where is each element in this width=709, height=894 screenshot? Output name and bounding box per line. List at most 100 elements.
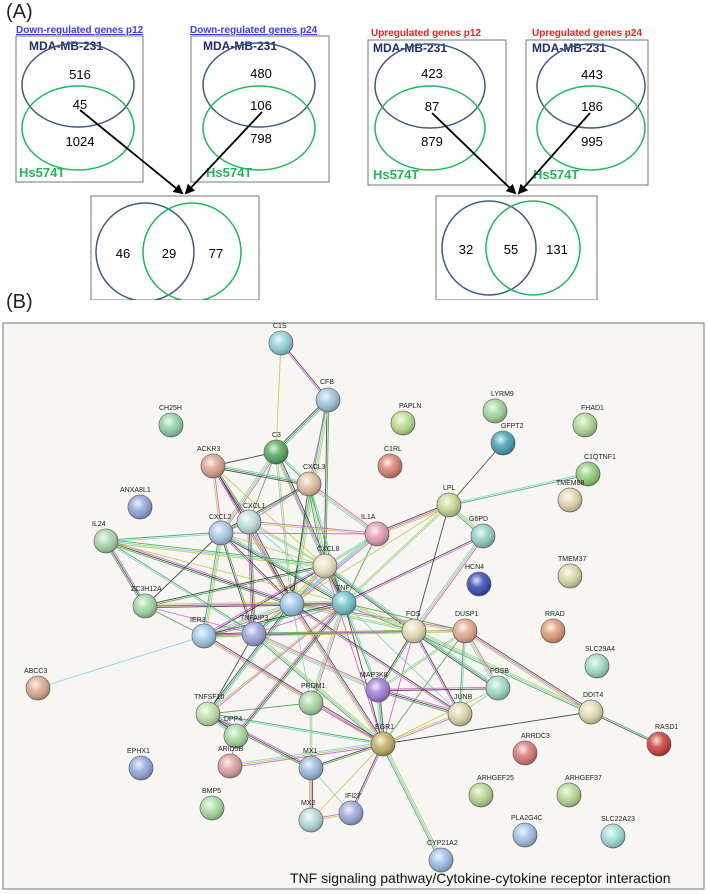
node-label: PAPLN	[399, 403, 421, 410]
node-gloss	[469, 783, 493, 807]
network-edge	[382, 630, 415, 745]
network-edge	[144, 605, 255, 635]
node-gloss	[647, 732, 671, 756]
network-edge	[591, 710, 660, 744]
network-node-tnfsf10[interactable]: TNFSF10	[194, 694, 224, 727]
network-node-fhad1[interactable]: FHAD1	[572, 405, 604, 438]
network-node-cxcl2[interactable]: CXCL2	[208, 514, 234, 546]
network-node-dpp4[interactable]: DPP4	[223, 716, 249, 749]
network-edge	[220, 451, 277, 534]
network-edge	[376, 503, 449, 533]
node-label: HCN4	[465, 564, 484, 571]
network-node-mx1[interactable]: MX1	[298, 748, 324, 781]
network-node-c3[interactable]: C3	[263, 432, 289, 465]
network-edge	[414, 629, 592, 711]
node-label: ANXA8L1	[120, 487, 151, 494]
node-gloss	[601, 824, 625, 848]
node-gloss	[200, 796, 224, 820]
network-node-fos[interactable]: FOS	[401, 611, 427, 644]
network-node-arid5b[interactable]: ARID5B	[217, 746, 244, 779]
network-edge	[253, 633, 379, 691]
network-edge	[207, 633, 255, 715]
node-label: IL1A	[361, 514, 376, 521]
network-node-pla2g4c[interactable]: PLA2G4C	[511, 815, 543, 848]
node-label: LPL	[443, 485, 456, 492]
network-node-cxcl8[interactable]: CXCL8	[312, 546, 340, 579]
network-node-junb[interactable]: JUNB	[447, 694, 473, 727]
network-edge	[106, 539, 255, 634]
network-node-arrdc3[interactable]: ARRDC3	[512, 733, 550, 766]
network-node-slc22a23[interactable]: SLC22A23	[600, 816, 635, 849]
network-node-c1rl[interactable]: C1RL	[377, 446, 403, 479]
network-node-c1qtnf1[interactable]: C1QTNF1	[575, 454, 616, 487]
network-node-ier3[interactable]: IER3	[190, 617, 217, 649]
network-edge	[212, 467, 309, 487]
network-node-il6[interactable]: IL6	[279, 586, 305, 617]
node-label: TMEM37	[558, 556, 587, 563]
network-node-cyp21a2[interactable]: CYP21A2	[427, 840, 458, 873]
network-node-ch25h[interactable]: CH25H	[158, 405, 184, 438]
network-edge	[105, 540, 345, 604]
network-edge	[448, 442, 504, 506]
network-node-il1a[interactable]: IL1A	[361, 514, 390, 547]
network-node-slc29a4[interactable]: SLC29A4	[584, 646, 615, 679]
network-node-ackr3[interactable]: ACKR3	[197, 446, 226, 479]
network-node-tmem37[interactable]: TMEM37	[557, 556, 587, 589]
network-edge	[377, 691, 460, 716]
node-label: IFI27	[345, 793, 361, 800]
network-node-bmp5[interactable]: BMP5	[199, 788, 225, 821]
node-gloss	[402, 619, 426, 643]
panel-b-label: (B)	[6, 291, 33, 313]
network-node-fosb[interactable]: FOSB	[485, 668, 511, 701]
network-node-tnfaip3[interactable]: TNFAIP3	[240, 615, 269, 647]
network-node-lyrm9[interactable]: LYRM9	[482, 391, 514, 424]
network-node-cfb[interactable]: CFB	[315, 379, 341, 413]
network-node-tnf[interactable]: TNF	[331, 585, 357, 616]
network-edge	[378, 688, 461, 713]
node-gloss	[585, 654, 609, 678]
network-node-zc3h12a[interactable]: ZC3H12A	[131, 586, 162, 619]
network-node-tmem88[interactable]: TMEM88	[556, 480, 585, 513]
network-node-prdm1[interactable]: PRDM1	[298, 683, 326, 716]
network-node-arhgef25[interactable]: ARHGEF25	[468, 775, 514, 808]
network-node-mx2[interactable]: MX2	[298, 800, 324, 833]
network-node-lpl[interactable]: LPL	[436, 485, 462, 518]
venn-count-overlap: 55	[504, 242, 518, 257]
network-node-il24[interactable]: IL24	[92, 521, 119, 554]
network-edge	[310, 483, 328, 566]
network-node-abcc3[interactable]: ABCC3	[24, 668, 51, 701]
node-gloss	[316, 388, 340, 412]
network-edge	[384, 743, 443, 860]
network-node-hcn4[interactable]: HCN4	[465, 564, 492, 597]
network-node-dusp1[interactable]: DUSP1	[452, 611, 478, 644]
node-label: BMP5	[202, 788, 221, 795]
network-edge	[343, 602, 461, 715]
network-node-papln[interactable]: PAPLN	[390, 403, 421, 436]
network-node-gfpt2[interactable]: GFPT2	[490, 423, 524, 456]
network-edge	[203, 532, 222, 637]
network-edge	[291, 399, 329, 605]
network-node-ephx1[interactable]: EPHX1	[127, 748, 154, 781]
network-node-cxcl3[interactable]: CXCL3	[296, 464, 326, 497]
network-node-g6pd[interactable]: G6PD	[469, 516, 496, 549]
network-node-arhgef37[interactable]: ARHGEF37	[556, 775, 602, 808]
network-edge	[275, 342, 282, 453]
network-node-anxa8l1[interactable]: ANXA8L1	[120, 487, 153, 520]
network-node-c1s[interactable]: C1S	[268, 323, 294, 356]
network-edge	[229, 743, 384, 767]
node-gloss	[453, 619, 477, 643]
network-node-cxcl1[interactable]: CXCL1	[236, 503, 266, 535]
network-node-ddit4[interactable]: DDIT4	[578, 692, 604, 725]
network-node-egr1[interactable]: EGR1	[370, 724, 396, 757]
venn-count-overlap: 87	[425, 99, 439, 114]
network-node-rasd1[interactable]: RASD1	[646, 724, 678, 757]
venn-title: Down-regulated genes p24	[190, 25, 318, 36]
network-edge	[378, 688, 499, 692]
network-node-rrad[interactable]: RRAD	[540, 611, 566, 644]
node-gloss	[218, 754, 242, 778]
network-node-map3k8[interactable]: MAP3K8	[360, 672, 391, 703]
venn-count-bottom: 798	[250, 131, 272, 146]
network-edge	[204, 603, 345, 638]
network-node-ifi27[interactable]: IFI27	[338, 793, 364, 826]
